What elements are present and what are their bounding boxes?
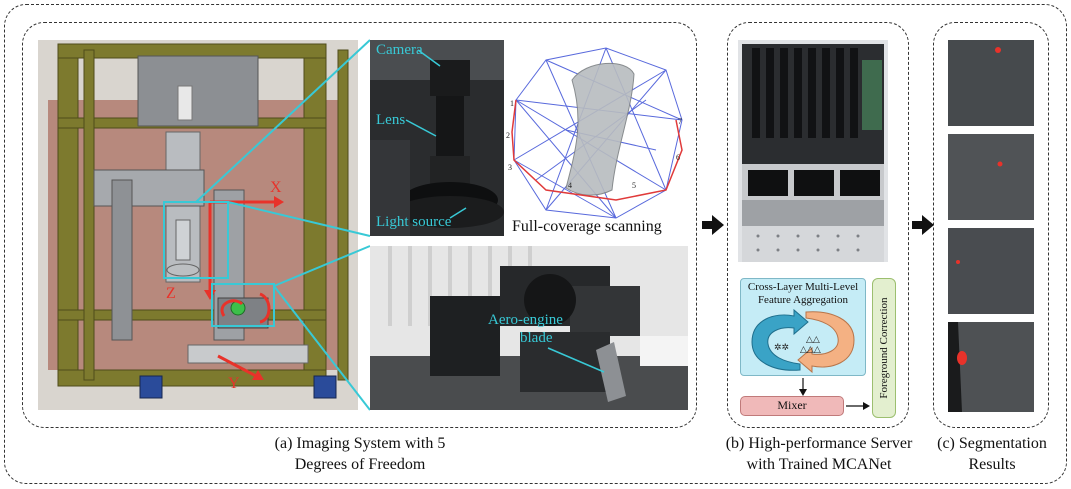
lens-label: Lens — [376, 112, 406, 128]
segmentation-result-4 — [948, 322, 1034, 412]
scanning-diagram — [506, 40, 688, 240]
aggregation-arrows: ✲✲ △△ △△△ — [751, 308, 855, 374]
scan-point-1: 1 — [510, 99, 514, 108]
panel-c-caption-line2: Results — [968, 456, 1016, 473]
panel-c-caption-line1: (c) Segmentation — [937, 435, 1047, 452]
module-title-line2: Feature Aggregation — [757, 294, 849, 306]
panel-b-frame — [727, 22, 909, 428]
cad-imaging-system: X Z Y — [38, 40, 358, 410]
segmentation-result-2 — [948, 134, 1034, 220]
svg-text:△△: △△ — [806, 334, 820, 344]
scan-point-labels: 1 2 3 4 5 6 7 — [506, 99, 682, 190]
scan-point-2: 2 — [506, 131, 510, 140]
panel-b-caption-line1: (b) High-performance Server — [725, 435, 913, 452]
module-title-line1: Cross-Layer Multi-Level — [747, 281, 859, 293]
scan-point-4: 4 — [568, 181, 572, 190]
scan-point-5: 5 — [632, 181, 636, 190]
scan-point-7: 7 — [678, 117, 682, 126]
foreground-correction-block — [872, 278, 896, 418]
camera-leaders — [405, 49, 467, 219]
scanning-label: Full-coverage scanning — [512, 218, 662, 235]
server-photo — [738, 40, 888, 262]
blade-fixture-photo — [370, 246, 688, 410]
segmentation-result-3 — [948, 228, 1034, 314]
blade-label-line1: Aero-engine — [488, 312, 563, 328]
outer-frame — [4, 4, 1067, 484]
mixer-block: Mixer — [740, 396, 844, 416]
panel-a-caption-line2: Degrees of Freedom — [294, 456, 426, 473]
arrow-b-to-c — [912, 215, 934, 235]
panel-a-caption-line1: (a) Imaging System with 5 — [274, 435, 446, 452]
svg-text:△△△: △△△ — [800, 344, 821, 354]
axis-y-label: Y — [228, 375, 240, 392]
panel-b-caption-line2: with Trained MCANet — [746, 456, 892, 473]
light-source-label: Light source — [376, 214, 452, 230]
arrow-a-to-b — [702, 215, 724, 235]
blade-label-line2: blade — [520, 330, 553, 346]
scan-point-6: 6 — [676, 153, 680, 162]
camera-label: Camera — [376, 42, 423, 58]
axis-z-label: Z — [166, 285, 176, 302]
axis-x-label: X — [270, 179, 282, 196]
panel-a-frame — [22, 22, 697, 428]
camera-photo — [370, 40, 504, 236]
scan-point-3: 3 — [508, 163, 512, 172]
segmentation-result-1 — [948, 40, 1034, 126]
svg-text:✲✲: ✲✲ — [774, 342, 789, 352]
